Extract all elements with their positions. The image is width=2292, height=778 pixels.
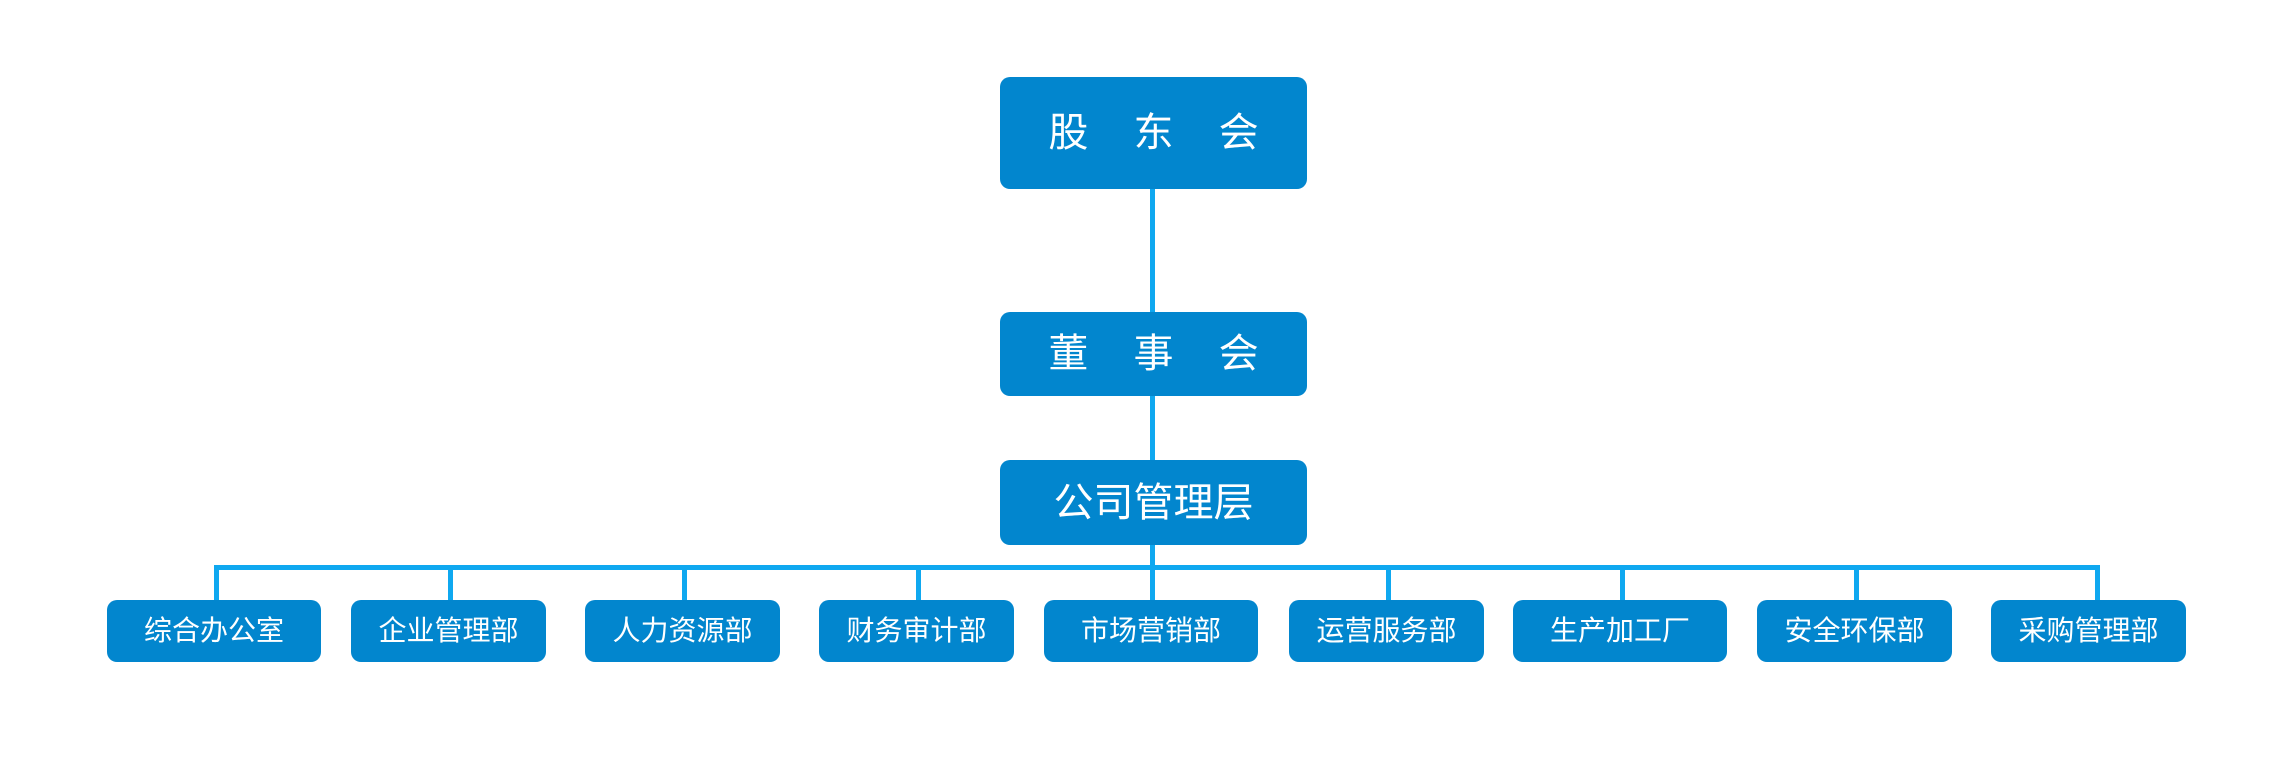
node-department-9[interactable]: 采购管理部 [1991, 600, 2186, 662]
connector-management-stem [1150, 545, 1155, 600]
node-department-1[interactable]: 综合办公室 [107, 600, 321, 662]
connector-drop-3 [682, 565, 687, 600]
connector-shareholders-to-board [1150, 189, 1155, 312]
connector-drop-2 [448, 565, 453, 600]
node-department-3[interactable]: 人力资源部 [585, 600, 780, 662]
connector-board-to-management [1150, 396, 1155, 460]
node-department-4[interactable]: 财务审计部 [819, 600, 1014, 662]
node-department-7[interactable]: 生产加工厂 [1513, 600, 1727, 662]
node-department-8[interactable]: 安全环保部 [1757, 600, 1952, 662]
node-management[interactable]: 公司管理层 [1000, 460, 1307, 545]
node-department-2[interactable]: 企业管理部 [351, 600, 546, 662]
connector-drop-7 [1620, 565, 1625, 600]
connector-drop-8 [1854, 565, 1859, 600]
node-department-5[interactable]: 市场营销部 [1044, 600, 1258, 662]
node-board[interactable]: 董 事 会 [1000, 312, 1307, 396]
connector-drop-1 [214, 565, 219, 600]
connector-drop-6 [1386, 565, 1391, 600]
node-shareholders[interactable]: 股 东 会 [1000, 77, 1307, 189]
connector-drop-4 [916, 565, 921, 600]
connector-department-bus [214, 565, 2100, 570]
node-department-6[interactable]: 运营服务部 [1289, 600, 1484, 662]
connector-drop-9 [2095, 565, 2100, 600]
